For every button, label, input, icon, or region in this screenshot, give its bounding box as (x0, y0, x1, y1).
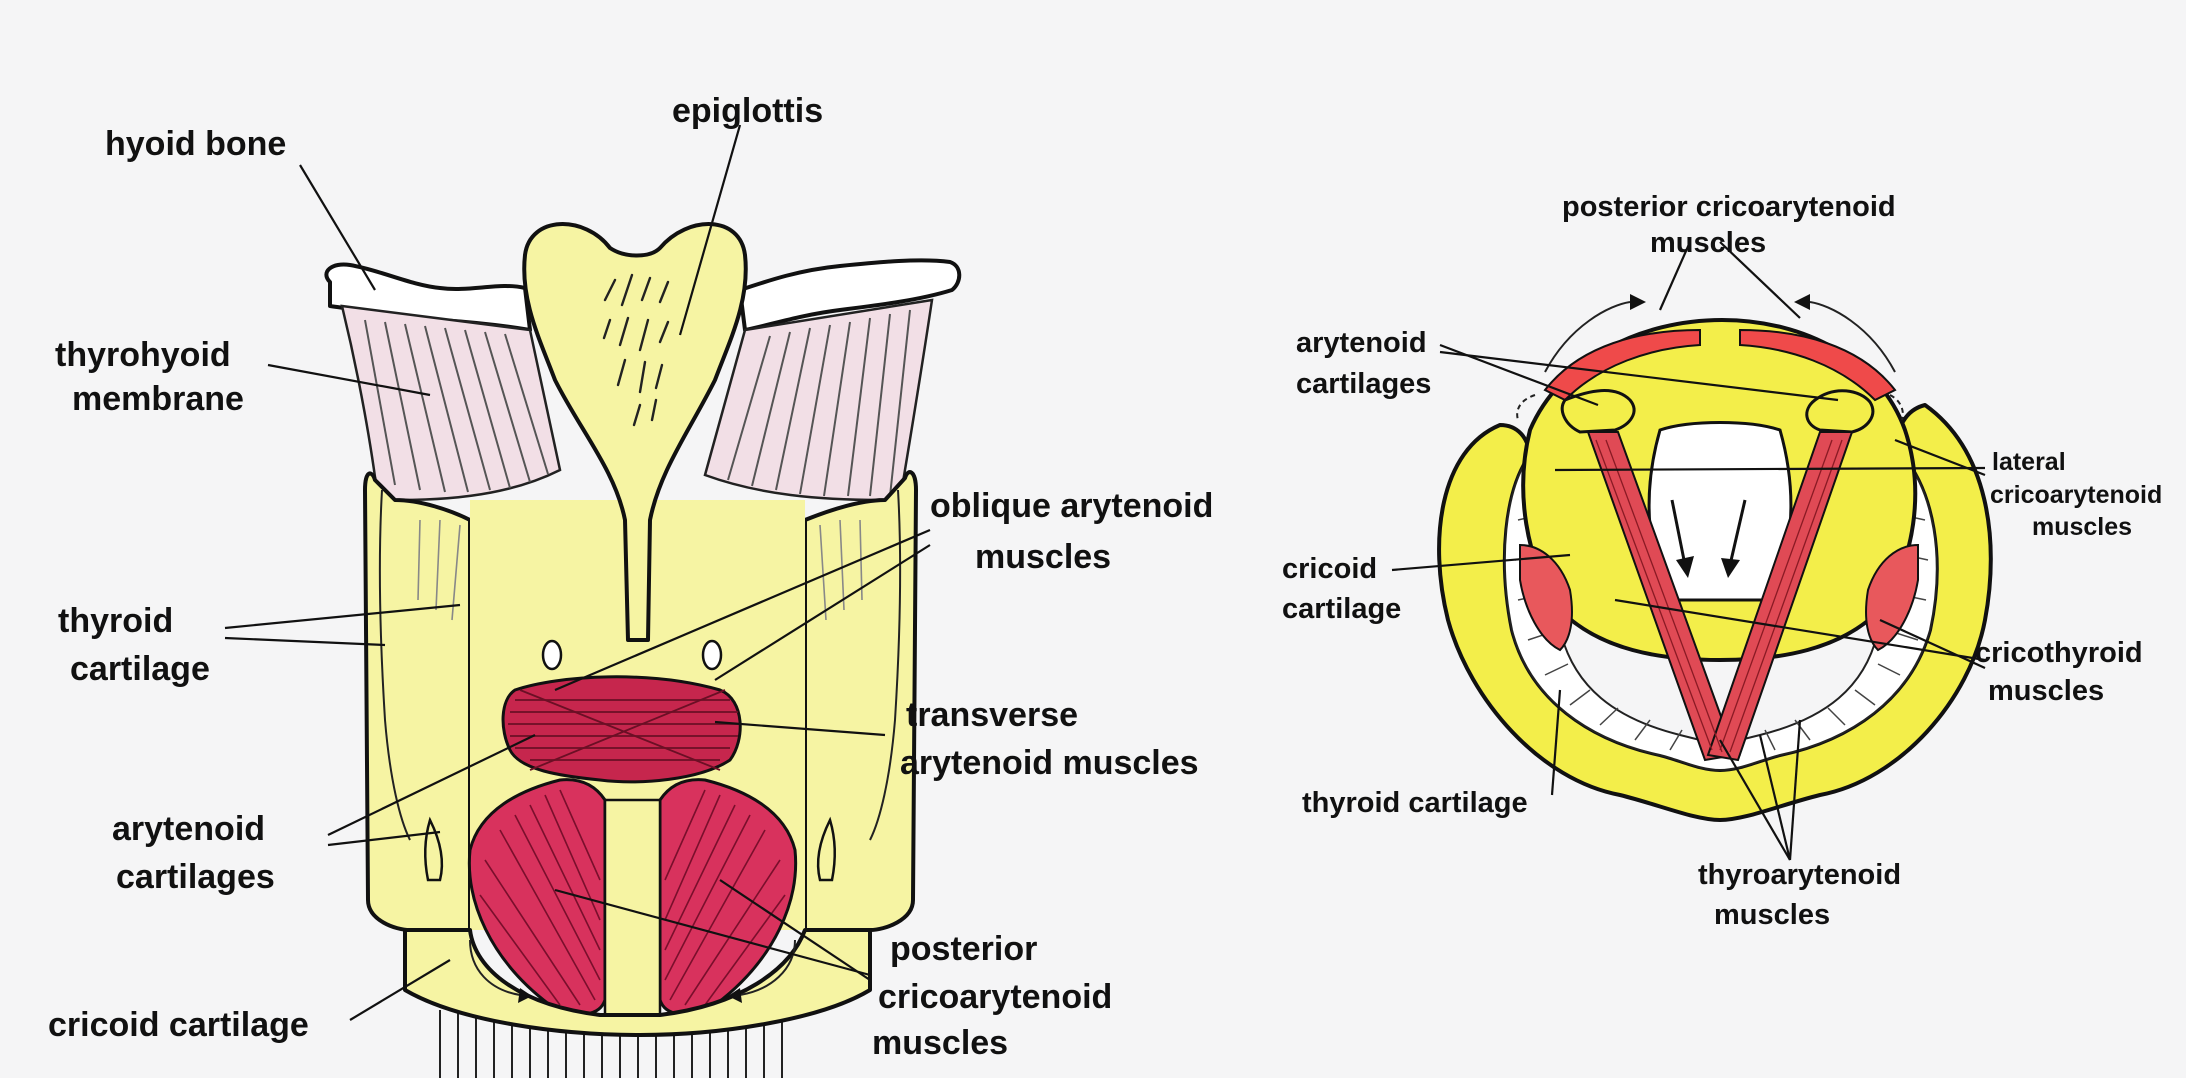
label-cricoid: cricoid cartilage (48, 1006, 309, 1044)
rotation-arrowhead-right (1794, 294, 1810, 310)
thyroid-cartilage-body (363, 471, 472, 932)
rotation-arrowhead-left (1630, 294, 1646, 310)
cricoid-median-ridge (603, 798, 662, 1017)
label-r-thyroarytenoid-2: muscles (1714, 899, 1830, 931)
label-posterior-2: cricoarytenoid (878, 978, 1112, 1016)
right-leader-lines (1391, 241, 1986, 861)
transverse-arytenoid-muscle (501, 675, 742, 784)
label-r-posterior-1: posterior cricoarytenoid (1562, 191, 1896, 223)
epiglottis-shape (522, 222, 748, 642)
cricoid-arrowhead-left (518, 988, 532, 1003)
label-transverse-1: transverse (906, 696, 1078, 734)
label-oblique-1: oblique arytenoid (930, 487, 1213, 525)
label-transverse-2: arytenoid muscles (900, 744, 1199, 782)
glottis-arrowhead-left (1676, 556, 1694, 578)
label-r-cricoid-1: cricoid (1282, 553, 1377, 585)
label-thyroid-2: cartilage (70, 650, 210, 688)
glottis-arrowhead-right (1721, 558, 1740, 578)
label-thyroid-1: thyroid (58, 602, 173, 640)
lateral-cricoarytenoid-left (1519, 543, 1573, 652)
label-r-cricoid-2: cartilage (1282, 593, 1401, 625)
arytenoid-right (816, 816, 836, 882)
label-r-lateral-3: muscles (2032, 513, 2132, 541)
posterior-cricoarytenoid-arc-left (1543, 328, 1701, 402)
rotation-arrow-right (1809, 301, 1896, 373)
label-posterior-3: muscles (872, 1024, 1008, 1062)
cricoid-arrow-right (739, 939, 796, 996)
small-arrow-left (1516, 394, 1536, 421)
lateral-cricoarytenoid-right (1865, 543, 1919, 652)
label-thyrohyoid-1: thyrohyoid (55, 336, 231, 374)
label-thyrohyoid-2: membrane (72, 380, 244, 418)
arytenoid-cartilage-right (1805, 389, 1875, 434)
left-labels: hyoid bone epiglottis thyrohyoid membran… (48, 92, 1213, 1062)
label-r-thyroarytenoid-1: thyroarytenoid (1698, 859, 1901, 891)
posterior-cricoarytenoid-arc-right (1739, 328, 1897, 402)
superior-view-diagram: posterior cricoarytenoid muscles aryteno… (1282, 191, 2162, 931)
epiglottis-pits (602, 273, 670, 427)
label-r-arytenoid-2: cartilages (1296, 368, 1431, 400)
label-r-lateral-2: cricoarytenoid (1990, 481, 2162, 509)
label-r-thyroid: thyroid cartilage (1302, 787, 1528, 819)
glottis-arrow-right (1728, 499, 1747, 566)
label-r-cricothyroid-2: muscles (1988, 675, 2104, 707)
arytenoid-cartilage-left (1560, 389, 1636, 434)
label-r-lateral-1: lateral (1992, 448, 2066, 476)
label-r-arytenoid-1: arytenoid (1296, 327, 1427, 359)
label-r-posterior-2: muscles (1650, 227, 1766, 259)
ta-fibers (1595, 439, 1843, 753)
cricoid-arrow-left (469, 939, 521, 996)
label-hyoid-bone: hyoid bone (105, 125, 286, 163)
thyrohyoid-membrane-right (703, 298, 934, 502)
arytenoid-left (424, 816, 444, 882)
hyoid-bone-shape-right (738, 258, 962, 332)
thyroid-superior-horn-right (869, 489, 902, 841)
pca-fibers (479, 789, 786, 1006)
cricoid-cartilage-base (403, 928, 872, 1037)
small-arrow-right (1889, 394, 1904, 421)
thyroid-cartilage-body-right (803, 470, 918, 932)
thyroid-superior-horn-left (378, 489, 411, 841)
cricoid-arrowhead-right (728, 988, 742, 1003)
corniculate-right (701, 639, 723, 671)
label-posterior-1: posterior (890, 930, 1037, 968)
transverse-muscle-fibers (508, 689, 740, 771)
label-arytenoid-1: arytenoid (112, 810, 265, 848)
label-arytenoid-2: cartilages (116, 858, 275, 896)
corniculate-left (541, 639, 563, 671)
label-oblique-2: muscles (975, 538, 1111, 576)
glottis-arrow-left (1670, 499, 1687, 566)
left-leader-lines (224, 124, 931, 1021)
label-epiglottis: epiglottis (672, 92, 823, 130)
right-labels: posterior cricoarytenoid muscles aryteno… (1282, 191, 2162, 931)
rotation-arrow-left (1544, 301, 1631, 373)
posterior-view-diagram: hyoid bone epiglottis thyrohyoid membran… (48, 92, 1213, 1078)
label-r-cricothyroid-1: cricothyroid (1975, 637, 2143, 669)
membrane-fibers (364, 309, 911, 497)
glottis-opening (1647, 421, 1793, 602)
